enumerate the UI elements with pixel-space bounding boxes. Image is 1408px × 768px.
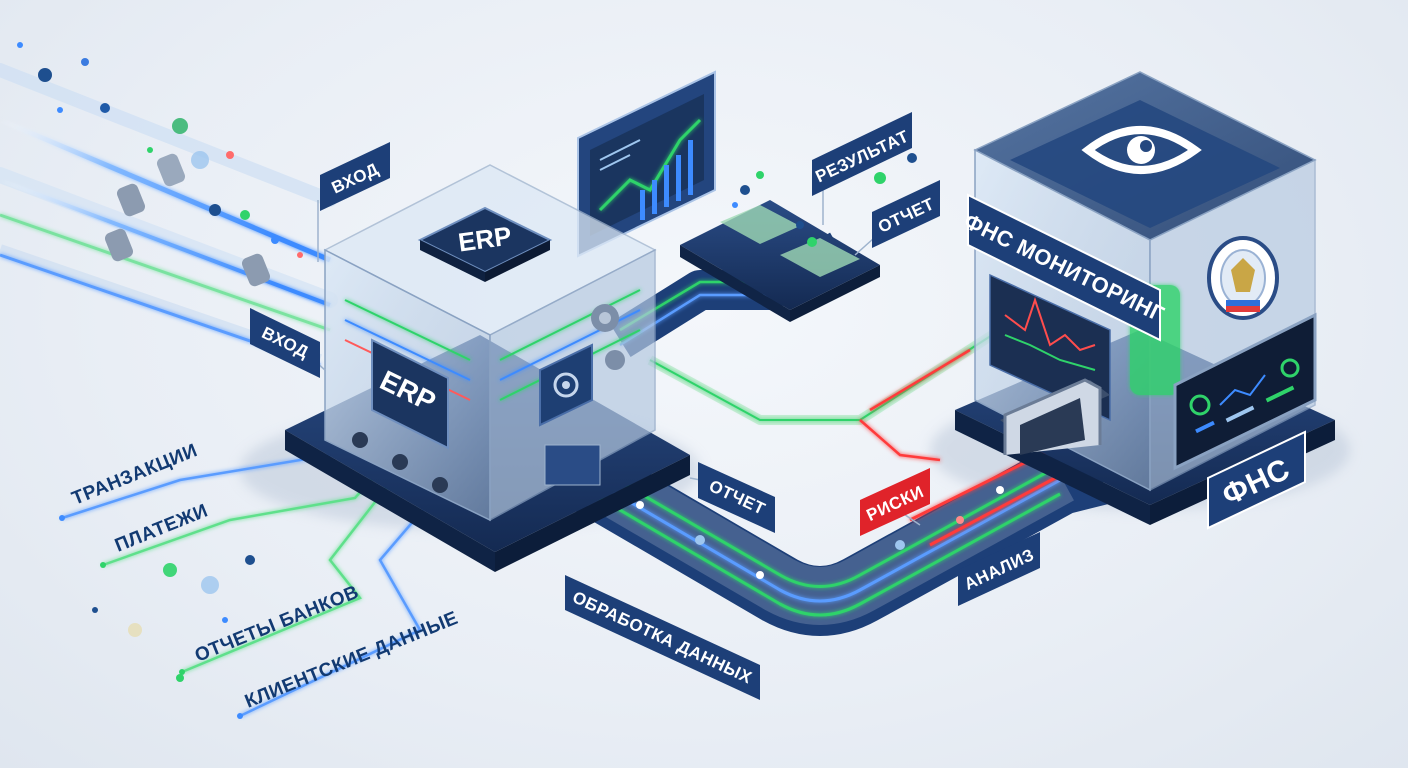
erp-top-chip-label: ERP [456, 220, 513, 257]
input-label-platezhi: ПЛАТЕЖИ [112, 500, 211, 556]
fns-base-badge: ФНС [1207, 430, 1306, 530]
data-pipeline [522, 419, 1109, 636]
erp-top-chip: ERP [417, 206, 553, 282]
result-platform [680, 153, 917, 322]
fns-dashboard-monitor [1173, 312, 1317, 471]
label-vhod-top: ВХОД [320, 142, 390, 211]
input-beams [0, 63, 338, 367]
label-otchet-top: ОТЧЕТ [872, 180, 940, 248]
particles [17, 42, 303, 682]
label-vhod-left: ВХОД [250, 308, 320, 378]
label-rezultat: РЕЗУЛЬТАТ [812, 112, 912, 196]
eye-icon [1081, 126, 1202, 174]
input-label-tranzaktsii: ТРАНЗАКЦИИ [69, 440, 201, 509]
erp-front-chip: ERP [371, 338, 449, 450]
fns-emblem-icon [1207, 236, 1279, 320]
label-obrabotka-text: ОБРАБОТКА ДАННЫХ [570, 588, 756, 688]
input-label-otchety-bankov: ОТЧЕТЫ БАНКОВ [192, 582, 362, 667]
